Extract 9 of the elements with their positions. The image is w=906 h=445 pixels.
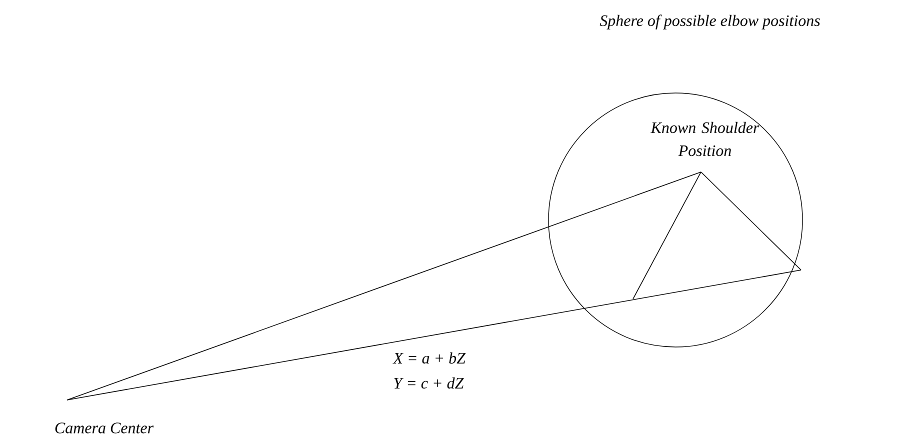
line <box>700 172 802 270</box>
point-label: Camera Center <box>55 422 154 434</box>
point-label: Known Shoulder Position <box>650 122 760 156</box>
heading: Sphere of possible elbow positions <box>600 14 820 30</box>
line <box>632 172 702 300</box>
equation: Y = c + dZ <box>394 377 464 389</box>
line <box>66 270 802 400</box>
equation: X = a + bZ <box>392 352 466 364</box>
line <box>66 172 702 400</box>
